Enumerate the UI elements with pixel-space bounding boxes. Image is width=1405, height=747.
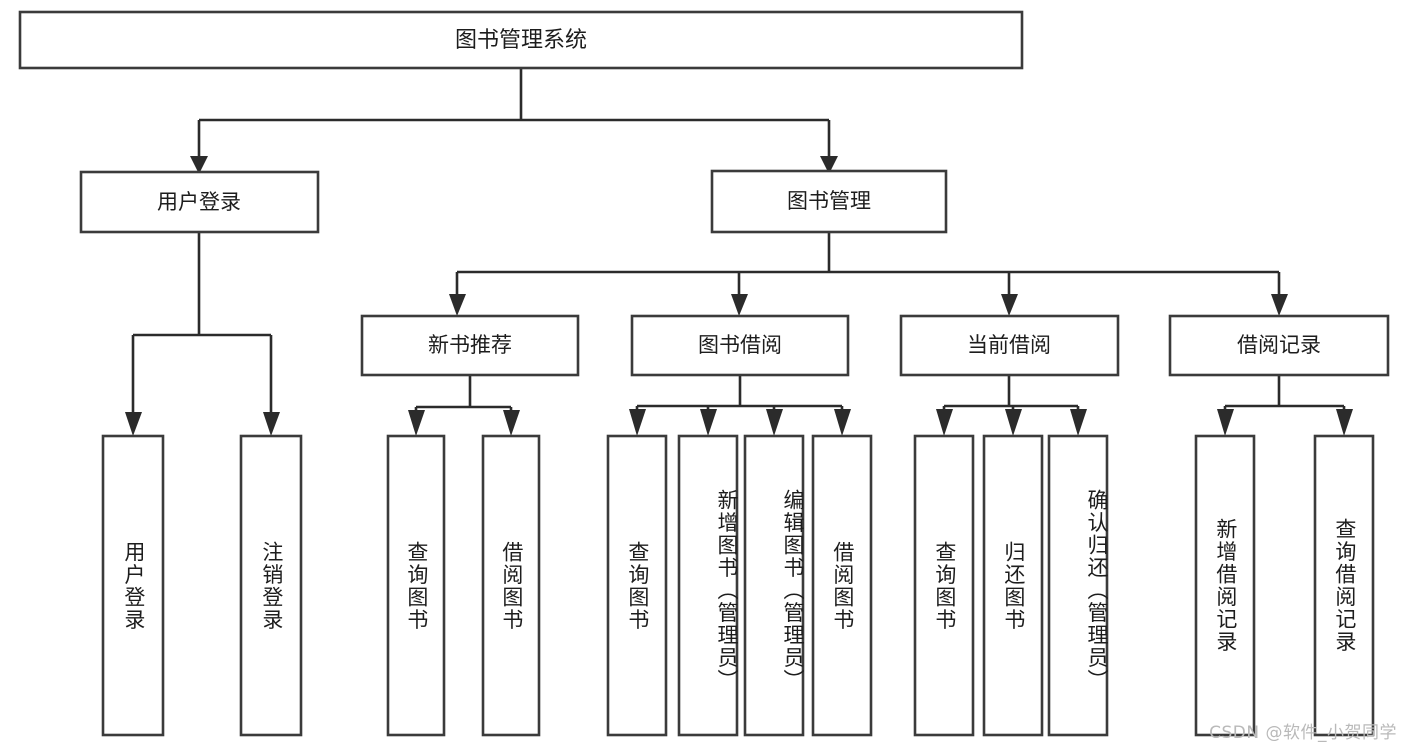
- node-new-book-recommend[interactable]: 新书推荐: [360, 314, 580, 377]
- watermark: CSDN @软件_小贺同学: [1209, 723, 1397, 743]
- edge-bookborrow-trunk: [635, 375, 844, 414]
- leaf-box-query-book-3[interactable]: [913, 434, 975, 737]
- arrow-to-leaf-add-record: [1217, 409, 1234, 436]
- root-box[interactable]: [18, 10, 1024, 70]
- leaf-box-query-book-1[interactable]: [386, 434, 446, 737]
- arrow-to-user-login: [190, 156, 208, 174]
- leaf-boxes-layer: [101, 434, 1375, 737]
- node-borrow-record[interactable]: 借阅记录: [1168, 314, 1390, 377]
- arrow-to-borrow-record: [1271, 294, 1288, 316]
- arrow-to-leaf-query-book-3: [936, 409, 953, 436]
- arrow-to-leaf-user-login: [125, 412, 142, 436]
- root-label: 图书管理系统: [455, 28, 587, 53]
- arrow-to-book-mgmt: [820, 156, 838, 174]
- node-current-borrow[interactable]: 当前借阅: [899, 314, 1120, 377]
- book-borrow-box[interactable]: [630, 314, 850, 377]
- arrow-to-leaf-borrow-book-2: [834, 409, 851, 436]
- user-login-box[interactable]: [79, 170, 320, 234]
- book-management-box[interactable]: [710, 169, 948, 234]
- current-borrow-label: 当前借阅: [967, 333, 1051, 357]
- leaf-box-edit-book[interactable]: [743, 434, 805, 737]
- arrow-to-leaf-query-book-1: [408, 410, 425, 436]
- arrow-to-leaf-query-record: [1336, 409, 1353, 436]
- leaf-box-query-book-2[interactable]: [606, 434, 668, 737]
- new-book-recommend-label: 新书推荐: [428, 333, 512, 357]
- arrow-to-leaf-add-book: [700, 409, 717, 436]
- arrow-to-leaf-borrow-book-1: [503, 410, 520, 436]
- arrow-to-book-borrow: [731, 294, 748, 316]
- edge-borrowrecord-trunk: [1223, 375, 1346, 414]
- leaf-box-query-record[interactable]: [1313, 434, 1375, 737]
- node-user-login[interactable]: 用户登录: [79, 170, 320, 234]
- node-root[interactable]: 图书管理系统: [18, 10, 1024, 70]
- edge-currentborrow-trunk: [942, 375, 1080, 414]
- leaf-box-confirm-return[interactable]: [1047, 434, 1109, 737]
- user-login-label: 用户登录: [157, 190, 241, 214]
- leaf-box-user-login[interactable]: [101, 434, 165, 737]
- arrow-to-current-borrow: [1001, 294, 1018, 316]
- arrow-to-leaf-logout: [263, 412, 280, 436]
- edge-newbookrec-trunk: [414, 375, 513, 414]
- current-borrow-box[interactable]: [899, 314, 1120, 377]
- node-book-borrow[interactable]: 图书借阅: [630, 314, 850, 377]
- borrow-record-label: 借阅记录: [1237, 333, 1321, 357]
- leaf-box-add-record[interactable]: [1194, 434, 1256, 737]
- leaf-box-borrow-book-1[interactable]: [481, 434, 541, 737]
- edge-userlogin-trunk: [131, 232, 273, 414]
- connectors-layer: [125, 68, 1353, 436]
- leaf-box-add-book[interactable]: [677, 434, 739, 737]
- arrow-to-newbook-rec: [449, 294, 466, 316]
- edge-root-trunk: [197, 68, 831, 158]
- leaf-box-return-book[interactable]: [982, 434, 1044, 737]
- arrow-to-leaf-query-book-2: [629, 409, 646, 436]
- borrow-record-box[interactable]: [1168, 314, 1390, 377]
- leaf-box-borrow-book-2[interactable]: [811, 434, 873, 737]
- arrow-to-leaf-edit-book: [766, 409, 783, 436]
- leaf-box-logout[interactable]: [239, 434, 303, 737]
- edge-bookmgmt-trunk: [455, 232, 1281, 296]
- arrow-to-leaf-return-book: [1005, 409, 1022, 436]
- arrow-to-leaf-confirm-return: [1070, 409, 1087, 436]
- node-book-management[interactable]: 图书管理: [710, 169, 948, 234]
- new-book-recommend-box[interactable]: [360, 314, 580, 377]
- book-borrow-label: 图书借阅: [698, 333, 782, 357]
- book-management-label: 图书管理: [787, 189, 871, 213]
